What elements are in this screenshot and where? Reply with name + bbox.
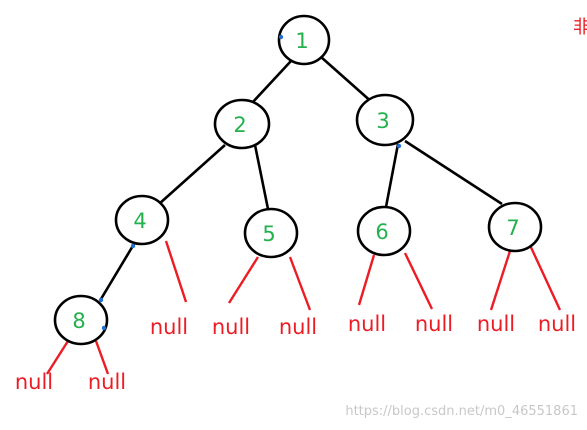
edge-n3-n7 — [404, 139, 503, 206]
null-label-null-8-left: null — [15, 370, 53, 394]
edge-n2-n5 — [253, 144, 270, 210]
tree-node-2: 2 — [213, 98, 271, 150]
watermark-text: https://blog.csdn.net/m0_46551861 — [345, 404, 578, 419]
tree-node-circle-7 — [487, 201, 543, 253]
tree-node-label-2: 2 — [233, 113, 246, 137]
corner-glyph-text: 非 — [573, 17, 587, 38]
null-edge-null-6-left — [357, 254, 376, 306]
tree-node-6: 6 — [356, 205, 412, 257]
tree-node-label-8: 8 — [72, 309, 85, 333]
tree-node-3: 3 — [355, 93, 415, 147]
null-edge-null-6-right — [403, 252, 434, 310]
marker-dots-layer — [98, 34, 402, 331]
null-edge-null-4-right — [164, 240, 188, 303]
tree-node-4: 4 — [114, 194, 170, 246]
edge-n1-n2 — [251, 60, 292, 104]
tree-node-circle-5 — [243, 207, 299, 259]
null-edges-layer — [45, 240, 562, 375]
marker-dot-node-3-bottom — [396, 143, 402, 149]
null-edge-null-5-right — [288, 256, 312, 311]
nodes-layer: 1 2 3 4 5 6 7 8 — [53, 14, 543, 346]
null-label-null-5-left: null — [212, 315, 250, 339]
edges-layer — [99, 56, 503, 300]
edge-n2-n4 — [158, 144, 226, 205]
tree-node-label-5: 5 — [262, 222, 275, 246]
edge-n1-n3 — [320, 56, 375, 105]
marker-dot-node-1 — [278, 34, 284, 40]
tree-node-label-6: 6 — [375, 220, 388, 244]
tree-node-circle-6 — [356, 205, 412, 257]
null-label-null-8-right: null — [88, 370, 126, 394]
null-label-null-4-right: null — [150, 315, 188, 339]
null-labels-layer: null null null null null null null null null — [15, 312, 576, 394]
tree-node-label-3: 3 — [376, 109, 389, 133]
marker-dot-node-4-bottom — [130, 243, 136, 249]
null-edge-null-8-right — [94, 340, 110, 375]
tree-node-label-4: 4 — [133, 209, 146, 233]
edge-n3-n6 — [384, 143, 400, 208]
tree-node-circle-8 — [53, 294, 109, 346]
null-edge-null-7-right — [527, 242, 562, 311]
tree-node-label-1: 1 — [295, 29, 308, 53]
tree-node-5: 5 — [243, 207, 299, 259]
null-label-null-5-right: null — [279, 315, 317, 339]
null-label-null-7-right: null — [538, 312, 576, 336]
null-label-null-6-left: null — [348, 312, 386, 336]
null-edge-null-8-left — [45, 340, 70, 375]
edge-n4-n8 — [99, 243, 136, 300]
null-edge-null-5-left — [227, 256, 260, 304]
tree-node-label-7: 7 — [506, 216, 519, 240]
tree-node-circle-4 — [114, 194, 170, 246]
null-label-null-6-right: null — [415, 312, 453, 336]
null-edge-null-7-left — [489, 250, 512, 311]
marker-dot-node-8-top — [98, 297, 104, 303]
tree-node-circle-1 — [277, 14, 331, 66]
tree-node-7: 7 — [487, 201, 543, 253]
tree-node-1: 1 — [277, 14, 331, 66]
tree-node-8: 8 — [53, 294, 109, 346]
null-label-null-7-left: null — [477, 312, 515, 336]
tree-node-circle-2 — [213, 98, 271, 150]
tree-node-circle-3 — [355, 93, 415, 147]
marker-dot-node-8-right — [101, 325, 107, 331]
